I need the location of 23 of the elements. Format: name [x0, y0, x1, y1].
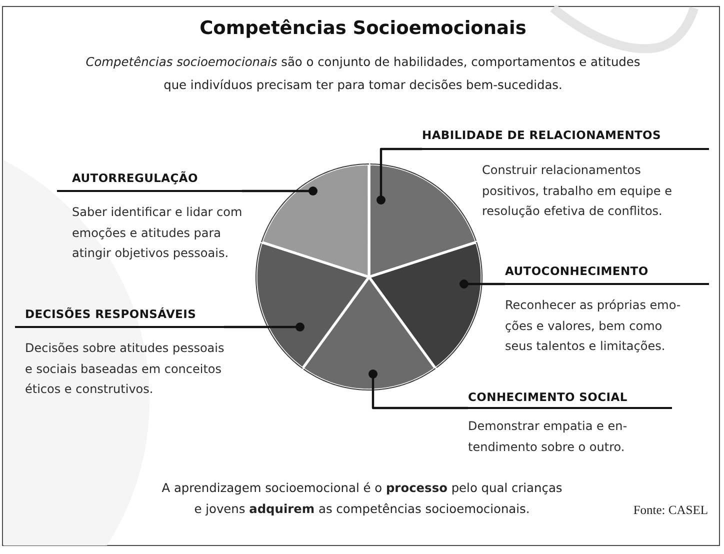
leader-line [376, 148, 422, 204]
heading: AUTORREGULAÇÃO [72, 170, 198, 187]
source-note: Fonte: CASEL [633, 502, 708, 519]
description: Reconhecer as próprias emo- ções e valores, bem como seus talentos e limitações. [505, 297, 681, 355]
description: Construir relacionamentos positivos, trabalho em equipe e resolução efetiva de conflitos. [482, 162, 672, 220]
pie-slice [254, 240, 370, 370]
description: Decisões sobre atitudes pessoais e sociais baseadas em conceitos éticos e construtivos. [25, 340, 224, 398]
heading: DECISÕES RESPONSÁVEIS [25, 306, 196, 323]
description: Saber identificar e lidar com emoções e atitudes para atingir objetivos pessoais. [72, 204, 242, 262]
pie-slice [368, 240, 484, 370]
pie-slice [301, 276, 437, 392]
leader-line [224, 322, 304, 332]
pie-slice [260, 162, 370, 278]
caption: A aprendizagem socioemocional é o processo pelo qual crianças e jovens adquirem as competências socioemocionais. [162, 480, 562, 518]
leader-line [242, 186, 318, 196]
title: Competências Socioemocionais [200, 17, 526, 41]
subtitle: Competências socioemocionais são o conjunto de habilidades, comportamentos e atitudes que indivíduos precisam ter para tomar decisões bem-sucedidas. [86, 54, 640, 94]
heading: AUTOCONHECIMENTO [505, 263, 648, 280]
heading: HABILIDADE DE RELACIONAMENTOS [422, 127, 662, 144]
leader-line [368, 370, 468, 410]
description: Demonstrar empatia e en- tendimento sobre o outro. [468, 418, 628, 456]
heading: CONHECIMENTO SOCIAL [468, 389, 628, 406]
leader-line [460, 280, 505, 288]
